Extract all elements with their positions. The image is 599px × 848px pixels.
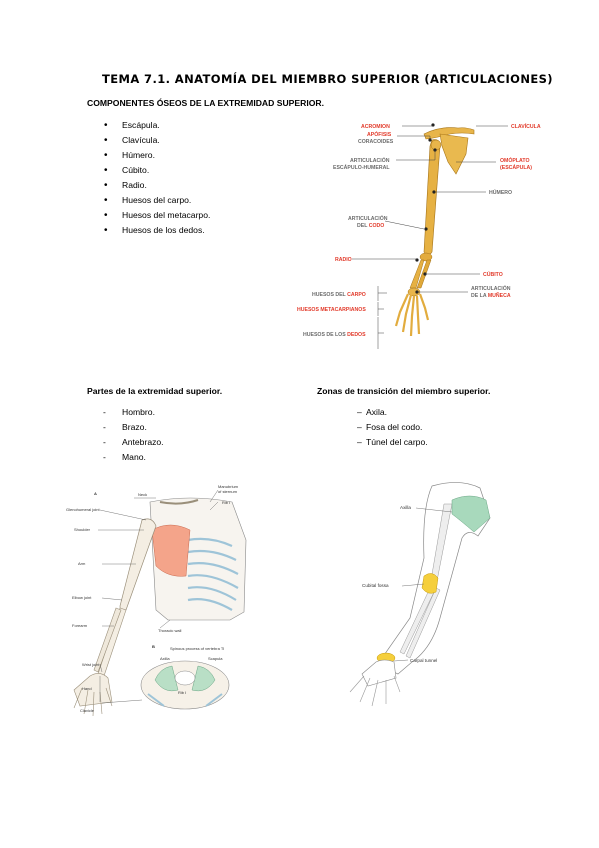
list-item: Fosa del codo. (357, 420, 428, 435)
limb-parts-list: Hombro. Brazo. Antebrazo. Mano. (103, 405, 164, 465)
transition-zones-figure: Axilla Cubital fossa Carpal tunnel (349, 482, 491, 707)
label-acromion: ACROMION (361, 124, 390, 130)
list-item: Cúbito. (104, 163, 210, 178)
label-elbow: Elbow joint (72, 595, 92, 600)
label-cubital-fossa: Cubital fossa (362, 583, 389, 588)
list-item: Brazo. (103, 420, 164, 435)
label-omoplato-1: OMÓPLATO (500, 156, 530, 164)
label-radio: RADIO (335, 257, 352, 263)
label-forearm: Forearm (72, 623, 88, 628)
label-axilla: Axilla (400, 505, 411, 510)
list-item: Mano. (103, 450, 164, 465)
label-clavicle: Clavicle (80, 708, 95, 713)
list-item: Huesos del carpo. (104, 193, 210, 208)
label-arm: Arm (78, 561, 86, 566)
section2-heading: Partes de la extremidad superior. (87, 386, 223, 396)
list-item: Escápula. (104, 118, 210, 133)
label-neck: Neck (138, 492, 147, 497)
section1-heading: COMPONENTES ÓSEOS DE LA EXTREMIDAD SUPER… (87, 98, 324, 108)
label-spinous: Spinous process of vertebra TI (170, 646, 224, 651)
arm-skeleton-illustration (394, 123, 475, 337)
label-art-codo-1: ARTICULACIÓN (348, 214, 388, 222)
label-b: B (152, 644, 155, 649)
label-art-escap-1: ARTICULACIÓN (350, 156, 390, 164)
label-art-muneca-1: ARTICULACIÓN (471, 284, 511, 292)
label-huesos-dedos: HUESOS DE LOS DEDOS (303, 332, 366, 338)
label-glenohumeral: Glenohumeral joint (66, 507, 100, 512)
label-art-muneca-2: DE LA MUÑECA (471, 292, 511, 299)
list-item: Antebrazo. (103, 435, 163, 450)
label-rib1: Rib I (222, 500, 230, 505)
label-humero: HÚMERO (489, 189, 512, 196)
label-wrist: Wrist joint (82, 662, 100, 667)
list-item: Clavícula. (104, 133, 210, 148)
list-item: Huesos de los dedos. (104, 223, 210, 238)
limb-regions-figure: A Neck Manubrium of sternum Rib I Glenoh… (66, 484, 247, 717)
arm-outline-illustration (349, 482, 491, 707)
label-art-codo-2: DEL CODO (357, 223, 384, 229)
label-carpal-tunnel: Carpal tunnel (410, 658, 437, 663)
page-title: TEMA 7.1. ANATOMÍA DEL MIEMBRO SUPERIOR … (102, 72, 553, 86)
list-item: Radio. (104, 178, 210, 193)
label-omoplato-2: (ESCÁPULA) (500, 164, 532, 171)
label-scapula: Scapula (208, 656, 223, 661)
list-item: Axila. (357, 405, 428, 420)
transition-zones-list: Axila. Fosa del codo. Túnel del carpo. (357, 405, 428, 450)
label-apofisis: APÓFISIS (367, 130, 392, 138)
label-coracoides: CORACOIDES (358, 139, 394, 145)
label-huesos-carpo: HUESOS DEL CARPO (312, 292, 366, 298)
list-item: Túnel del carpo. (357, 435, 428, 450)
label-manubrium-1: Manubrium (218, 484, 239, 489)
list-item: Húmero. (104, 148, 210, 163)
bone-components-list: Escápula. Clavícula. Húmero. Cúbito. Rad… (104, 118, 210, 238)
list-item: Hombro. (103, 405, 164, 420)
label-clavicula: CLAVÍCULA (511, 122, 541, 130)
label-art-escap-2: ESCÁPULO-HUMERAL (333, 164, 390, 171)
upper-limb-skeleton-figure: ACROMION APÓFISIS CORACOIDES ARTICULACIÓ… (297, 122, 541, 349)
thorax-arm-illustration (73, 497, 247, 717)
label-thoracic-wall: Thoracic wall (158, 628, 181, 633)
label-rib1b: Rib I (178, 690, 186, 695)
label-a: A (94, 491, 97, 496)
label-hand: Hand (82, 686, 92, 691)
label-manubrium-2: of sternum (218, 489, 238, 494)
label-shoulder: Shoulder (74, 527, 91, 532)
list-item: Huesos del metacarpo. (104, 208, 210, 223)
label-huesos-metacarpianos: HUESOS METACARPIANOS (297, 307, 366, 313)
label-axilla: Axilla (160, 656, 170, 661)
section3-heading: Zonas de transición del miembro superior… (317, 386, 491, 396)
label-cubito: CÚBITO (483, 271, 503, 278)
